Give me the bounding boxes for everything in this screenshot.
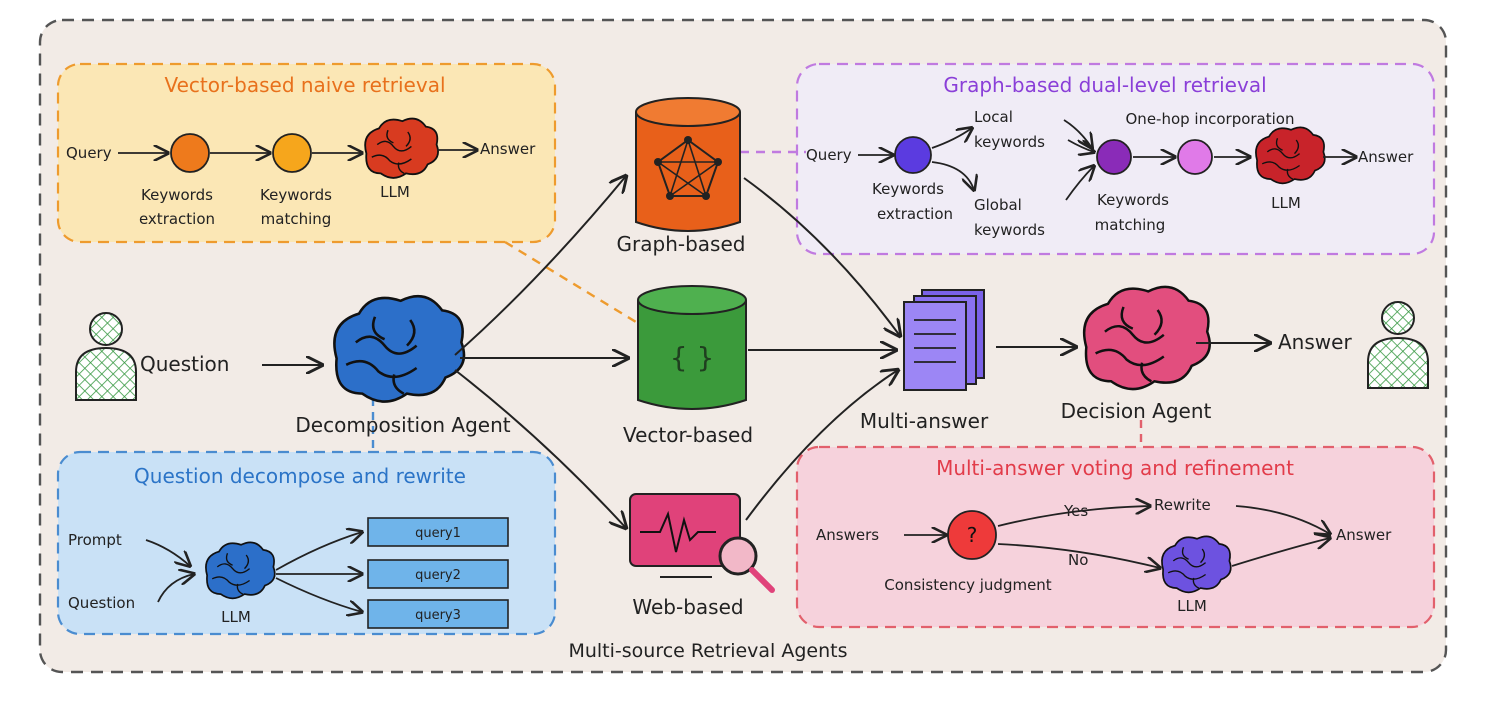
graph-matching-line1: Keywords bbox=[1097, 191, 1169, 209]
judgment-symbol: ? bbox=[967, 523, 978, 547]
graph-extraction-line2: extraction bbox=[877, 205, 953, 223]
graph-extraction-line1: Keywords bbox=[872, 180, 944, 198]
decompose-llm-brain-icon bbox=[205, 541, 276, 600]
query3-box bbox=[367, 599, 509, 629]
decision-agent-label: Decision Agent bbox=[1061, 399, 1212, 423]
vector-based-label: Vector-based bbox=[623, 423, 753, 447]
graph-extraction-node bbox=[894, 136, 932, 174]
web-search-icon bbox=[629, 493, 775, 593]
rewrite-label: Rewrite bbox=[1154, 496, 1211, 514]
keyword-extraction-node bbox=[170, 133, 210, 173]
vector-database-icon bbox=[637, 285, 747, 410]
graph-query-label: Query bbox=[806, 146, 852, 164]
vector-panel-title: Vector-based naive retrieval bbox=[164, 73, 445, 97]
vector-step2-line2: matching bbox=[261, 210, 332, 228]
query2-box bbox=[367, 559, 509, 589]
vector-answer-label: Answer bbox=[480, 140, 536, 158]
vector-step1-line2: extraction bbox=[139, 210, 215, 228]
query3-label: query3 bbox=[415, 608, 461, 623]
graph-llm-label: LLM bbox=[1271, 194, 1301, 212]
decomposition-agent-label: Decomposition Agent bbox=[295, 413, 510, 437]
decompose-panel-title: Question decompose and rewrite bbox=[134, 464, 466, 488]
user-avatar-left-icon bbox=[75, 312, 137, 401]
decompose-llm-label: LLM bbox=[221, 608, 251, 626]
graph-global-line2: keywords bbox=[974, 221, 1045, 239]
graph-answer-label: Answer bbox=[1358, 148, 1414, 166]
graph-panel-title: Graph-based dual-level retrieval bbox=[943, 73, 1266, 97]
decision-agent-brain-icon bbox=[1082, 285, 1211, 391]
vector-step1-line1: Keywords bbox=[141, 186, 213, 204]
voting-llm-brain-icon bbox=[1161, 535, 1232, 594]
web-based-label: Web-based bbox=[632, 595, 743, 619]
vector-db-glyph: { } bbox=[670, 341, 715, 374]
no-label: No bbox=[1068, 551, 1088, 569]
decompose-question-label: Question bbox=[68, 594, 135, 612]
decompose-prompt-label: Prompt bbox=[68, 531, 122, 549]
graph-matching-node bbox=[1096, 139, 1132, 175]
vector-panel: Vector-based naive retrieval Query Answe… bbox=[56, 62, 557, 244]
query2-label: query2 bbox=[415, 568, 461, 583]
query1-box bbox=[367, 517, 509, 547]
main-question-label: Question bbox=[140, 352, 229, 376]
graph-based-label: Graph-based bbox=[617, 232, 746, 256]
graph-database-icon bbox=[635, 97, 741, 232]
yes-label: Yes bbox=[1063, 502, 1088, 520]
multi-answer-documents-icon bbox=[903, 289, 985, 391]
graph-global-line1: Global bbox=[974, 196, 1022, 214]
consistency-judgment-label: Consistency judgment bbox=[884, 576, 1052, 594]
outer-title: Multi-source Retrieval Agents bbox=[568, 640, 847, 662]
graph-llm-brain-icon bbox=[1255, 126, 1326, 185]
graph-matching-line2: matching bbox=[1095, 216, 1166, 234]
graph-panel: Graph-based dual-level retrieval Query L… bbox=[795, 62, 1436, 256]
vector-llm-brain-icon bbox=[364, 117, 439, 179]
consistency-judgment-node bbox=[947, 510, 997, 560]
query1-label: query1 bbox=[415, 526, 461, 541]
vector-llm-label: LLM bbox=[380, 183, 410, 201]
decomposition-agent-brain-icon bbox=[333, 294, 466, 403]
voting-answer-label: Answer bbox=[1336, 526, 1392, 544]
multi-answer-label: Multi-answer bbox=[860, 409, 989, 433]
final-answer-label: Answer bbox=[1278, 330, 1352, 354]
graph-local-line1: Local bbox=[974, 108, 1013, 126]
decompose-panel: Question decompose and rewrite Prompt Qu… bbox=[56, 450, 557, 636]
graph-onehop-label: One-hop incorporation bbox=[1126, 110, 1295, 128]
voting-answers-label: Answers bbox=[816, 526, 879, 544]
keyword-matching-node bbox=[272, 133, 312, 173]
graph-incorporation-node bbox=[1177, 139, 1213, 175]
vector-step2-line1: Keywords bbox=[260, 186, 332, 204]
voting-llm-label: LLM bbox=[1177, 597, 1207, 615]
vector-query-label: Query bbox=[66, 144, 112, 162]
user-avatar-right-icon bbox=[1367, 301, 1429, 389]
voting-panel-title: Multi-answer voting and refinement bbox=[936, 456, 1294, 480]
voting-panel: Multi-answer voting and refinement Answe… bbox=[795, 445, 1436, 629]
graph-local-line2: keywords bbox=[974, 133, 1045, 151]
